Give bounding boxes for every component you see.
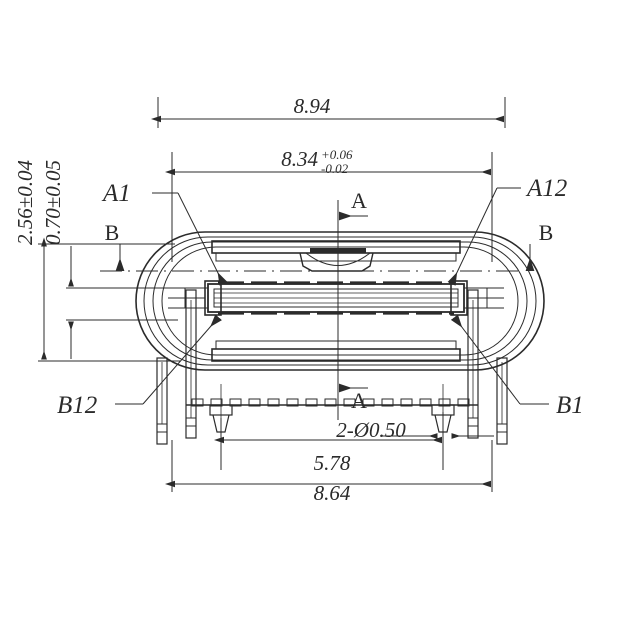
dim-pin-span-text: 8.64 xyxy=(314,481,351,505)
pin-rail xyxy=(186,384,478,433)
label-a1: A1 xyxy=(101,180,131,207)
dim-height-overall-text: 2.56±0.04 xyxy=(13,159,37,245)
mounting-legs xyxy=(156,289,508,445)
label-a12: A12 xyxy=(525,175,567,202)
dim-hole-callout-text: 2-Ø0.50 xyxy=(336,418,406,442)
connector-tongue xyxy=(204,280,468,316)
connector-shell-bands xyxy=(211,240,461,362)
dim-height-inner-text: 0.70±0.05 xyxy=(41,160,65,245)
label-b12: B12 xyxy=(57,392,97,419)
pin-row xyxy=(191,398,470,407)
dim-shell-width-tol-plus: +0.06 xyxy=(321,147,353,162)
shell-latch-notch xyxy=(299,248,374,272)
section-mark-a-bottom xyxy=(337,350,368,398)
section-label-a-bottom: A xyxy=(351,388,367,413)
leader-b1-angle xyxy=(450,314,521,405)
dimension-height-inner xyxy=(66,246,178,359)
dimension-height-overall xyxy=(38,237,180,362)
dim-shell-width-tol-minus: -0.02 xyxy=(321,161,349,176)
section-label-b-left: B xyxy=(105,220,120,245)
dimension-pin-span xyxy=(165,440,493,492)
leader-a12-angle xyxy=(447,187,498,286)
dim-overall-width-text: 8.94 xyxy=(294,94,331,118)
section-label-b-right: B xyxy=(539,220,554,245)
leader-a1-angle xyxy=(177,192,228,286)
leader-b12-angle xyxy=(142,314,222,405)
shell-side-leads-left xyxy=(168,287,208,309)
dim-shell-width-text: 8.34 xyxy=(281,147,318,171)
shell-side-leads-right xyxy=(464,287,504,309)
dimension-overall-width xyxy=(151,97,506,128)
dimension-hole-pitch xyxy=(214,412,494,470)
label-b1: B1 xyxy=(556,392,584,419)
section-mark-a-top xyxy=(337,211,368,262)
section-label-a-top: A xyxy=(351,188,367,213)
dim-hole-pitch-text: 5.78 xyxy=(314,451,351,475)
